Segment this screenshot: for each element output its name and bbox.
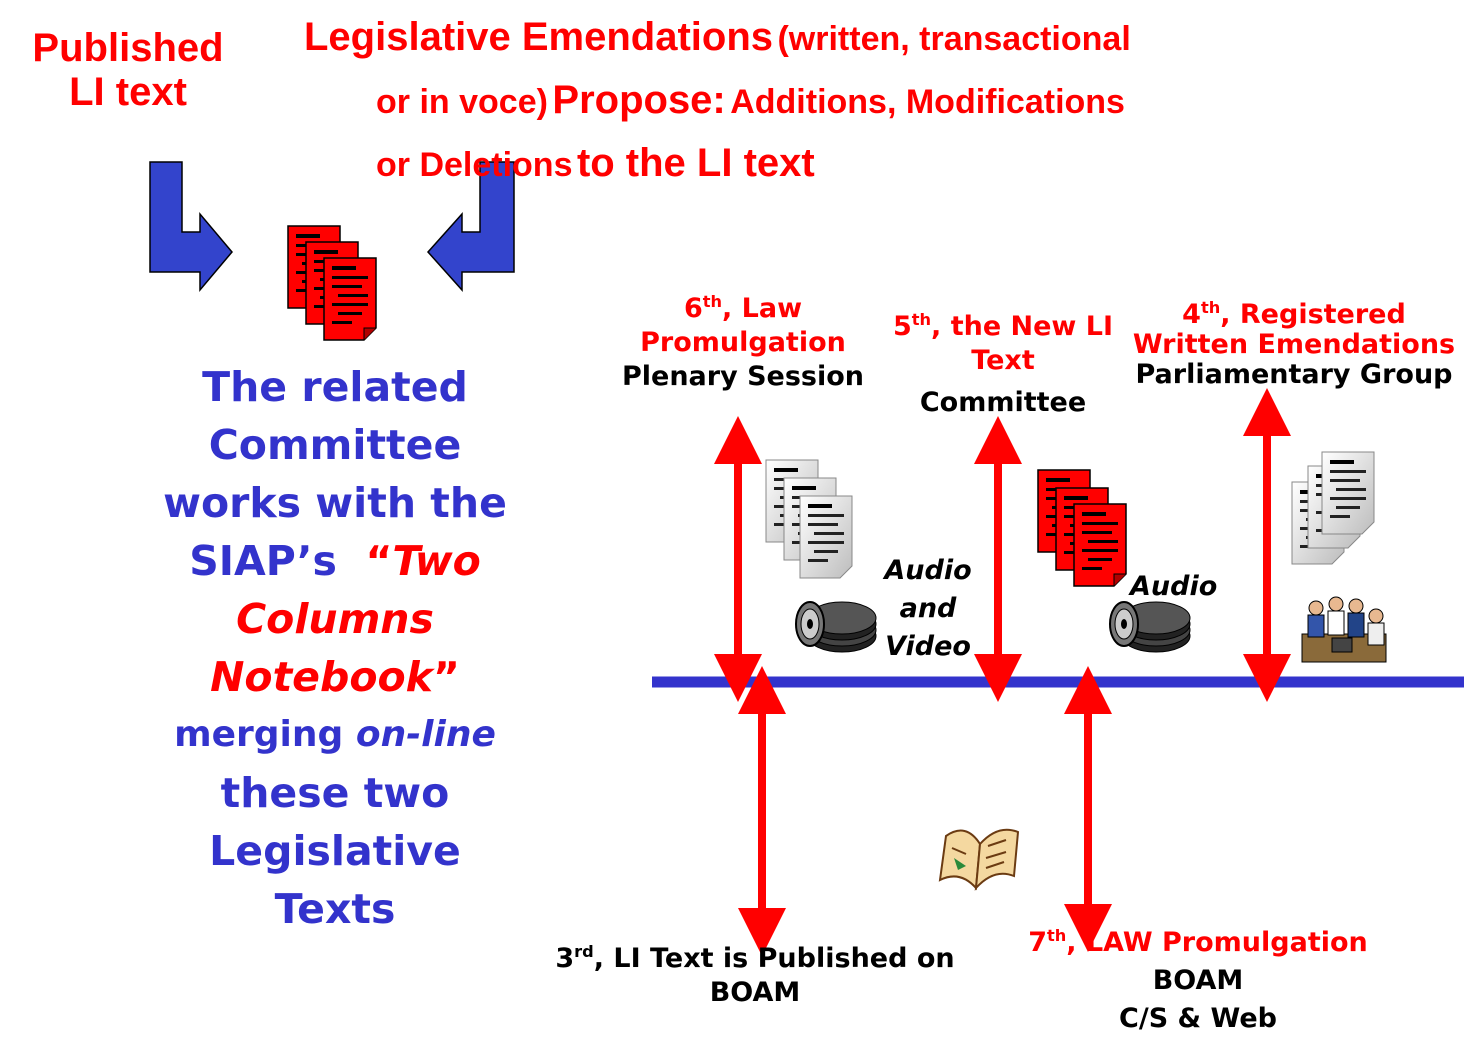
people-meeting-icon [1301,596,1387,663]
film-reels-icon [1109,601,1191,653]
film-reels-icon [795,601,877,653]
document-stack-red-icon [1037,469,1127,587]
right-blue-arrow [426,161,515,292]
step-7-label: 7th, LAW Promulgation BOAM C/S & Web [1028,926,1368,1034]
document-stack-gray-icon [1291,451,1375,565]
step-3-label: 3rd, LI Text is Published on BOAM [555,942,955,1008]
step-4-label: 4th, Registered Written Emendations Parl… [1132,298,1456,390]
legislative-emendations-caption: Legislative Emendations (written, transa… [304,15,1131,185]
open-book-icon [938,828,1020,891]
left-blue-arrow [149,161,233,293]
audio-label: Audio [1130,571,1218,602]
committee-description: The related Committee works with the SIA… [163,363,507,933]
published-li-text-label: Published LI text [32,26,224,114]
step-5-label: 5th, the New LI Text Committee [892,310,1114,418]
document-stack-gray-icon [765,459,853,579]
step-6-label: 6th, Law Promulgation Plenary Session [621,292,865,392]
document-stack-red-icon [287,225,377,341]
audio-and-video-label: Audio and Video [884,555,972,662]
